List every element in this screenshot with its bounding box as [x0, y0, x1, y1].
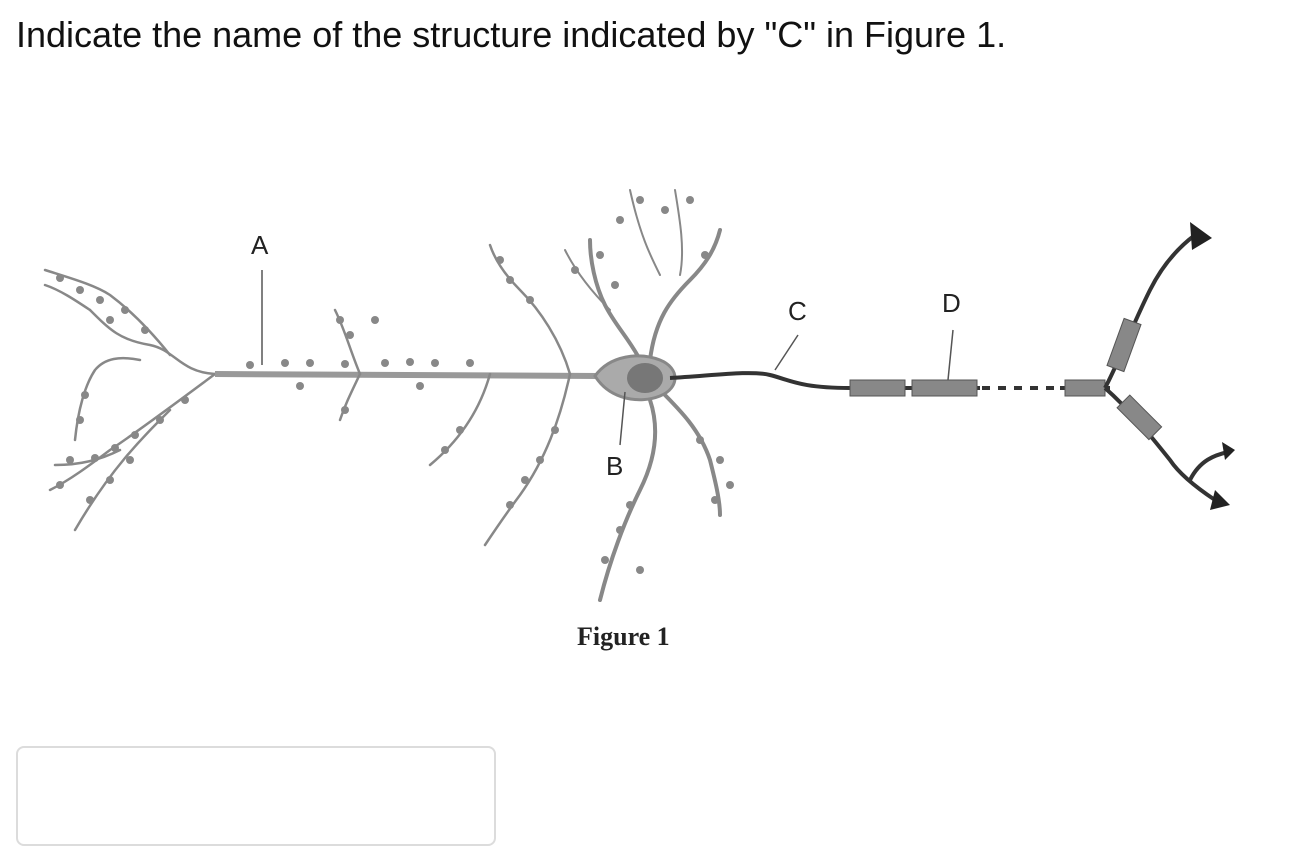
- label-leaders: [261, 270, 954, 446]
- nucleus: [627, 363, 663, 393]
- axon: [669, 371, 1110, 390]
- dendrites-soma: [588, 228, 722, 602]
- trunk-spines: [246, 358, 474, 390]
- answer-input[interactable]: [16, 746, 496, 846]
- myelin-sheath: [849, 379, 1106, 397]
- synaptic-knobs: [1190, 222, 1235, 510]
- figure-caption: Figure 1: [577, 622, 670, 651]
- dendrites-left: [43, 268, 217, 532]
- terminal-myelin: [1106, 317, 1163, 441]
- dendrite-trunk: [214, 371, 601, 379]
- dendrites-soma-fine: [564, 189, 684, 311]
- dendrite-nodes-left: [56, 274, 189, 504]
- label-d: D: [942, 288, 961, 318]
- middle-nodes: [336, 256, 559, 509]
- label-c: C: [788, 296, 807, 326]
- dendrites-middle: [333, 243, 572, 547]
- soma-nodes: [571, 196, 734, 574]
- label-b: B: [606, 451, 623, 481]
- neuron-figure: A B C D Figure 1: [43, 189, 1235, 651]
- label-a: A: [251, 230, 269, 260]
- question-text: Indicate the name of the structure indic…: [16, 14, 1007, 55]
